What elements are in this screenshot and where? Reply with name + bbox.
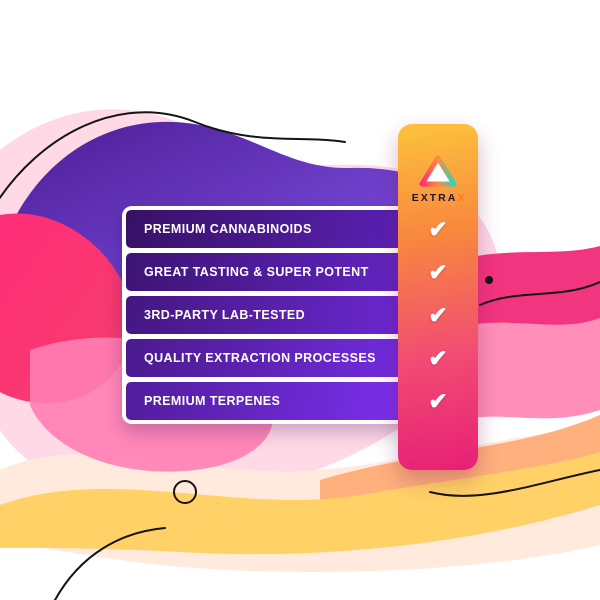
feature-row: PREMIUM TERPENES xyxy=(126,382,408,420)
feature-label: PREMIUM CANNABINOIDS xyxy=(144,222,312,236)
checkmark-icon: ✔ xyxy=(428,215,448,242)
sketch-line-right xyxy=(479,281,600,306)
sketch-dot xyxy=(485,276,493,284)
extrax-logo: EXTRAX xyxy=(412,124,465,210)
brand-name-prefix: EXTRA xyxy=(411,192,458,204)
checkmark-list: ✔ ✔ ✔ ✔ ✔ xyxy=(398,210,478,425)
feature-row: GREAT TASTING & SUPER POTENT xyxy=(126,253,408,291)
check-cell: ✔ xyxy=(398,339,478,377)
wave-magenta-right xyxy=(452,246,600,348)
check-cell: ✔ xyxy=(398,296,478,334)
sketch-line-top xyxy=(0,111,346,200)
sketch-line-bottom-right xyxy=(429,469,600,497)
checkmark-icon: ✔ xyxy=(428,344,448,371)
wave-yellow xyxy=(0,452,600,555)
sketch-lines xyxy=(0,111,600,600)
brand-name-suffix: X xyxy=(457,192,465,204)
feature-label: QUALITY EXTRACTION PROCESSES xyxy=(144,351,376,365)
sketch-circle xyxy=(173,480,197,504)
feature-list-panel: PREMIUM CANNABINOIDS GREAT TASTING & SUP… xyxy=(122,206,412,424)
checkmark-icon: ✔ xyxy=(428,301,448,328)
brand-name: EXTRAX xyxy=(412,192,465,204)
sketch-line-bottom-left xyxy=(54,527,166,600)
feature-label: GREAT TASTING & SUPER POTENT xyxy=(144,265,369,279)
check-cell: ✔ xyxy=(398,382,478,420)
feature-label: 3RD-PARTY LAB-TESTED xyxy=(144,308,306,322)
checkmark-icon: ✔ xyxy=(428,387,448,414)
checkmark-icon: ✔ xyxy=(428,258,448,285)
check-cell: ✔ xyxy=(398,210,478,248)
check-cell: ✔ xyxy=(398,253,478,291)
feature-row: PREMIUM CANNABINOIDS xyxy=(126,210,408,248)
feature-label: PREMIUM TERPENES xyxy=(144,394,281,408)
feature-row: 3RD-PARTY LAB-TESTED xyxy=(126,296,408,334)
triangle-logo-icon xyxy=(419,155,457,187)
brand-column: EXTRAX ✔ ✔ ✔ ✔ ✔ xyxy=(398,124,478,470)
feature-row: QUALITY EXTRACTION PROCESSES xyxy=(126,339,408,377)
wave-pink-right xyxy=(448,318,600,425)
